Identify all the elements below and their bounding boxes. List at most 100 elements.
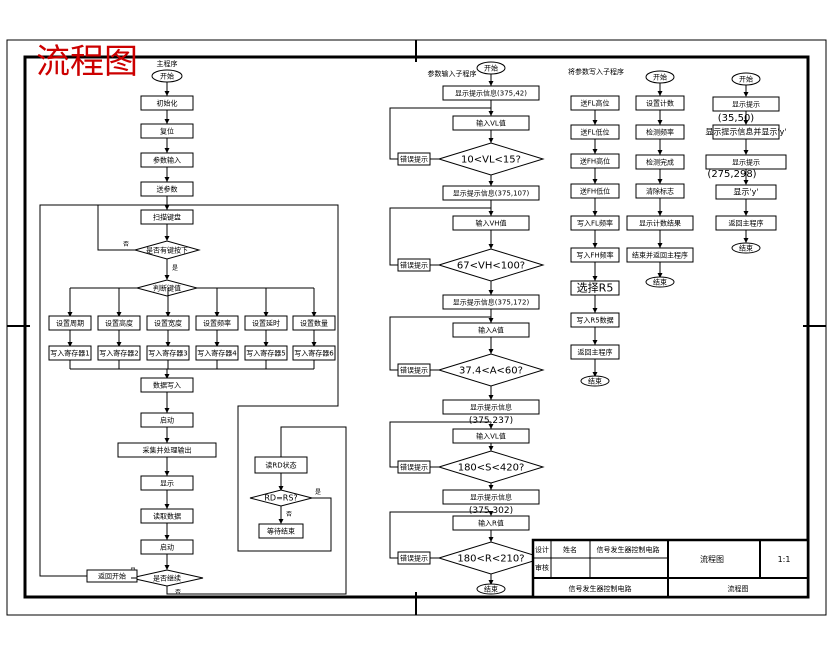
input-condition-1 bbox=[437, 142, 545, 176]
arrow-head bbox=[488, 211, 494, 216]
main-decision-yes-label: 是 bbox=[172, 265, 178, 272]
send-step-6-label: 写入FH频率 bbox=[576, 250, 613, 259]
arrow-head bbox=[165, 312, 171, 317]
main-key-set-4-label: 设置频率 bbox=[203, 318, 231, 327]
input-end-terminal bbox=[476, 583, 506, 595]
main-key-write-2-label: 写入寄存器2 bbox=[99, 348, 138, 357]
display-coords-1: (35,50) bbox=[718, 113, 755, 124]
frame-center-marks bbox=[7, 40, 826, 615]
arrow-head bbox=[214, 312, 220, 317]
display-step-4-label: 显示'y' bbox=[733, 188, 758, 197]
main-step-3-label: 参数输入 bbox=[153, 155, 181, 164]
arrow-head bbox=[592, 149, 598, 154]
main-key-set-1-label: 设置周期 bbox=[56, 318, 84, 327]
arrow-head bbox=[164, 177, 170, 182]
wait-step-2-label: 检测频率 bbox=[646, 127, 674, 136]
page-title: 流程图 bbox=[36, 42, 138, 82]
input-error-box-1-label: 错误提示 bbox=[400, 154, 428, 163]
input-retry-line-4 bbox=[389, 421, 491, 468]
display-step-5-label: 返回主程序 bbox=[729, 218, 764, 227]
arrow-head bbox=[488, 537, 494, 542]
display-coords-2: (275,298) bbox=[707, 169, 756, 180]
display-start-terminal-label: 开始 bbox=[739, 75, 753, 84]
input-prompt-2-label: 显示提示信息(375,107) bbox=[453, 188, 530, 197]
arrow-head bbox=[592, 276, 598, 281]
arrow-head bbox=[743, 120, 749, 125]
main-key-set-3-label: 设置宽度 bbox=[154, 318, 182, 327]
input-subprogram-flow: 参数输入子程序开始显示提示信息(375,42)输入VL值10<VL<15?错误提… bbox=[389, 61, 545, 595]
send-step-1-label: 送FL高位 bbox=[581, 98, 610, 107]
arrow-head bbox=[311, 342, 317, 347]
main-key-set-6-label: 设置数量 bbox=[300, 318, 328, 327]
connector-line bbox=[312, 497, 332, 505]
arrow-head bbox=[488, 290, 494, 295]
arrow-head bbox=[67, 312, 73, 317]
arrow-head bbox=[488, 395, 494, 400]
title-block-designer-label: 设计 bbox=[535, 545, 549, 554]
send-step-7-label: 选择R5 bbox=[577, 281, 614, 295]
input-value-box-3-label: 输入A值 bbox=[478, 325, 504, 334]
arrow-head bbox=[488, 181, 494, 186]
send-step-9-label: 返回主程序 bbox=[578, 347, 613, 356]
title-block-frame bbox=[531, 538, 810, 599]
input-condition-4 bbox=[437, 450, 545, 484]
arrow-head bbox=[488, 424, 494, 429]
input-error-box-4-label: 错误提示 bbox=[400, 462, 428, 471]
arrow-head bbox=[164, 565, 170, 570]
arrow-head bbox=[278, 486, 284, 491]
loop-yes-label: 是 bbox=[315, 489, 321, 496]
arrow-head bbox=[592, 211, 598, 216]
loop-wait-box-label: 等待结束 bbox=[267, 526, 295, 535]
display-end-terminal bbox=[731, 242, 761, 254]
main-decision-key-pressed-label: 是否有键按下 bbox=[146, 245, 188, 254]
arrow-head bbox=[657, 150, 663, 155]
arrow-head bbox=[657, 243, 663, 248]
input-prompt-3-label: 显示提示信息(375,172) bbox=[453, 297, 530, 306]
main-decision-no-label: 否 bbox=[123, 241, 129, 248]
arrow-head bbox=[116, 312, 122, 317]
send-step-3-label: 送FH高位 bbox=[580, 156, 610, 165]
title-block-drawing-name: 流程图 bbox=[700, 554, 724, 564]
main-heading: 主程序 bbox=[157, 59, 178, 68]
title-block-bottom-left: 信号发生器控制电路 bbox=[569, 584, 632, 593]
main-step-4-label: 送参数 bbox=[157, 184, 178, 193]
main-step-late-4-label: 读取数据 bbox=[153, 511, 181, 520]
wait-step-6-label: 结束并返回主程序 bbox=[632, 250, 688, 259]
main-step-late-3-label: 显示 bbox=[160, 479, 174, 487]
send-step-5-label: 写入FL频率 bbox=[577, 218, 613, 227]
display-end-terminal-label: 结束 bbox=[739, 244, 753, 253]
wait-step-4-label: 清除标志 bbox=[646, 186, 674, 195]
input-condition-4-label: 180<S<420? bbox=[458, 462, 525, 473]
title-block-project: 信号发生器控制电路 bbox=[597, 545, 660, 554]
input-prompt-5-label: 显示提示信息 bbox=[470, 492, 512, 501]
input-condition-3 bbox=[437, 353, 545, 387]
main-key-write-4-label: 写入寄存器4 bbox=[197, 348, 237, 357]
arrow-head bbox=[164, 408, 170, 413]
arrow-head bbox=[743, 150, 749, 155]
wait-start-terminal-label: 开始 bbox=[653, 73, 667, 82]
send-end-terminal-label: 结束 bbox=[588, 377, 602, 386]
input-prompt-4-label: 显示提示信息 bbox=[470, 402, 512, 411]
arrow-head bbox=[743, 238, 749, 243]
arrow-head bbox=[165, 342, 171, 347]
main-decision-key-value-label: 判断键值 bbox=[153, 283, 181, 292]
arrow-head bbox=[311, 312, 317, 317]
arrow-head bbox=[488, 446, 494, 451]
main-step-write-data-label: 数据写入 bbox=[153, 380, 181, 389]
main-step-late-5-label: 启动 bbox=[160, 542, 174, 551]
wait-step-1-label: 设置计数 bbox=[646, 98, 674, 107]
input-end-terminal-label: 结束 bbox=[484, 585, 498, 594]
arrow-head bbox=[263, 342, 269, 347]
arrow-head bbox=[657, 273, 663, 278]
arrow-head bbox=[488, 111, 494, 116]
input-value-box-4-label: 输入VL值 bbox=[476, 431, 506, 440]
wait-step-5-label: 显示计数结果 bbox=[639, 218, 681, 227]
display-step-3-label: 显示提示 bbox=[732, 157, 760, 166]
arrow-head bbox=[164, 148, 170, 153]
arrow-head bbox=[164, 504, 170, 509]
arrow-head bbox=[164, 471, 170, 476]
title-block-scale: 1:1 bbox=[778, 555, 791, 564]
title-block-name: 姓名 bbox=[563, 545, 577, 554]
arrow-head bbox=[592, 308, 598, 313]
loop-decision-label: RD=RS? bbox=[264, 494, 297, 503]
